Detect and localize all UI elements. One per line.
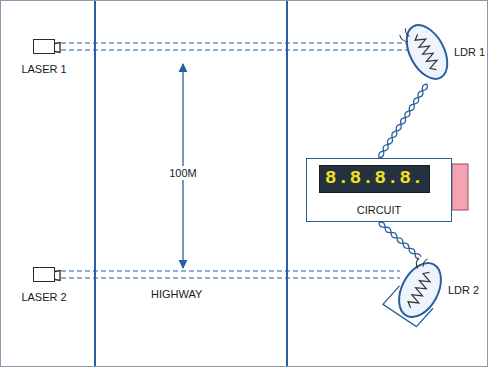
ldr-symbol (404, 20, 450, 84)
laser-lens (34, 40, 56, 55)
laser-lens (34, 268, 56, 283)
highway-edge (286, 1, 288, 366)
ldr-symbol (396, 258, 444, 322)
circuit-box: CIRCUIT 8.8.8.8. (306, 158, 452, 222)
node-label: CIRCUIT (357, 204, 402, 217)
ldr-sensor: LDR 1 (404, 20, 450, 84)
ldr-sensor: LDR 2 (396, 258, 444, 322)
dimension-label: 100M (166, 166, 200, 180)
road-label: HIGHWAY (148, 287, 205, 301)
connector-plug (452, 164, 468, 210)
twisted-wire (379, 222, 421, 259)
node-label: LDR 1 (454, 46, 485, 59)
display-digits: 8.8.8.8. (325, 168, 424, 190)
laser-box: LASER 2 (33, 267, 55, 282)
laser-box: LASER 1 (33, 39, 55, 54)
laser-beam (61, 43, 408, 50)
twisted-wire (379, 84, 428, 158)
seven-segment-display: 8.8.8.8. (319, 165, 430, 193)
node-label: LDR 2 (448, 284, 479, 297)
highway-edge (94, 1, 96, 366)
node-label: LASER 1 (21, 63, 66, 76)
node-label: LASER 2 (21, 291, 66, 304)
laser-beam (61, 271, 400, 278)
